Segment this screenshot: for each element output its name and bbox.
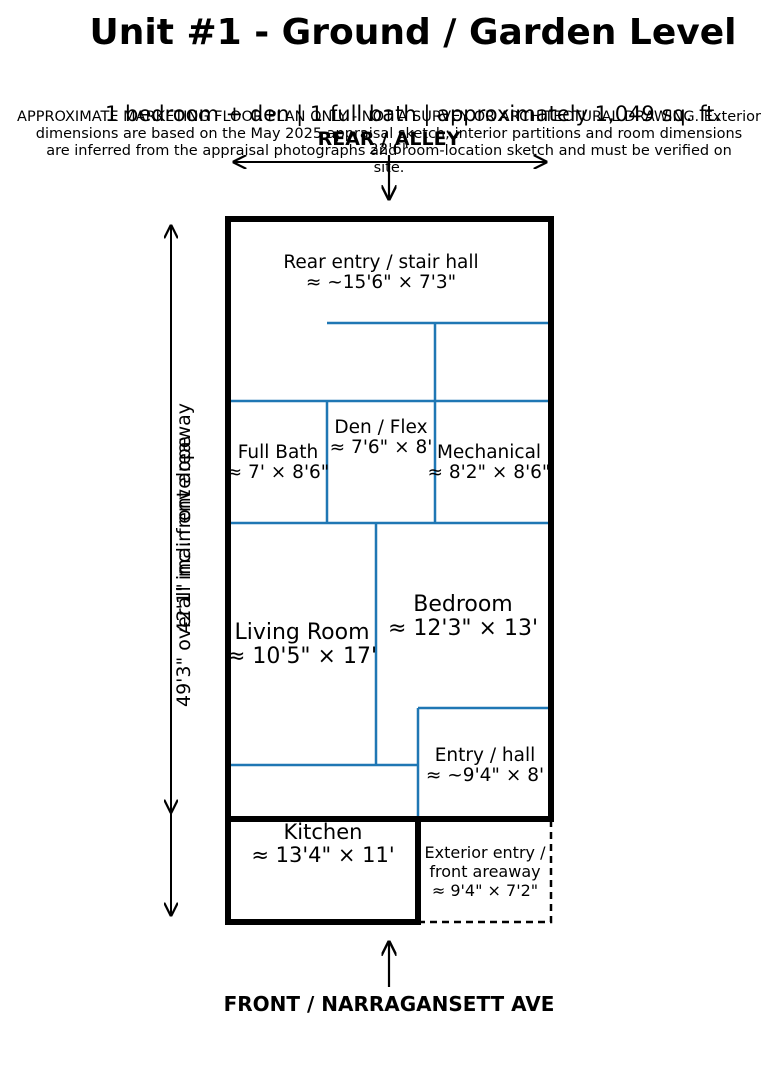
room-name: Entry / hall	[435, 745, 536, 766]
room-full-bath: Full Bath ≈ 7' × 8'6"	[227, 442, 330, 483]
disclaimer-line: are inferred from the appraisal photogra…	[46, 143, 732, 159]
disclaimer: APPROXIMATE MARKETING FLOOR PLAN ONLY - …	[17, 109, 761, 176]
room-name: Den / Flex	[334, 417, 427, 438]
room-dimensions: ≈ ~9'4" × 8'	[426, 765, 544, 786]
room-name: Living Room	[234, 620, 369, 645]
room-dimensions: ≈ 13'4" × 11'	[251, 843, 394, 867]
disclaimer-line: APPROXIMATE MARKETING FLOOR PLAN ONLY - …	[17, 109, 761, 125]
room-dimensions: ≈ 12'3" × 13'	[388, 616, 538, 641]
kitchen-bump-out-wall	[225, 816, 421, 925]
main-envelope-label: 42'1" main envelope	[173, 436, 195, 633]
room-living-room: Living Room ≈ 10'5" × 17'	[227, 620, 377, 669]
room-mechanical: Mechanical ≈ 8'2" × 8'6"	[428, 442, 551, 483]
interior-partitions	[228, 321, 551, 819]
room-rear-entry: Rear entry / stair hall ≈ ~15'6" × 7'3"	[283, 252, 478, 293]
room-name: front areaway	[429, 862, 540, 881]
room-entry-hall: Entry / hall ≈ ~9'4" × 8'	[426, 745, 544, 786]
front-street-label: FRONT / NARRAGANSETT AVE	[224, 992, 555, 1016]
room-kitchen: Kitchen ≈ 13'4" × 11'	[251, 820, 394, 867]
room-name: Exterior entry /	[425, 843, 547, 862]
room-name: Mechanical	[437, 442, 541, 463]
room-dimensions: ≈ 9'4" × 7'2"	[432, 881, 538, 900]
room-dimensions: ≈ 8'2" × 8'6"	[428, 462, 551, 483]
room-front-areaway: Exterior entry / front areaway ≈ 9'4" × …	[425, 843, 547, 900]
rear-alley-label: REAR / ALLEY	[318, 128, 461, 150]
overall-length-label: 49'3" overall incl. front areaway	[173, 403, 195, 707]
disclaimer-line: dimensions are based on the May 2025 app…	[36, 126, 742, 142]
front-areaway-outline	[418, 819, 553, 924]
room-den-flex: Den / Flex ≈ 7'6" × 8'	[330, 417, 433, 458]
room-bedroom: Bedroom ≈ 12'3" × 13'	[388, 592, 538, 641]
room-dimensions: ≈ 7' × 8'6"	[227, 462, 330, 483]
page-title: Unit #1 - Ground / Garden Level	[90, 12, 737, 53]
room-dimensions: ≈ ~15'6" × 7'3"	[306, 272, 456, 293]
width-dimension-label: 22'6"	[369, 140, 409, 158]
main-envelope-wall	[225, 216, 554, 822]
room-name: Bedroom	[413, 592, 513, 617]
room-dimensions: ≈ 10'5" × 17'	[227, 644, 377, 669]
room-name: Full Bath	[238, 442, 319, 463]
room-dimensions: ≈ 7'6" × 8'	[330, 437, 433, 458]
unit-summary: 1 bedroom + den | 1 full bath | approxim…	[105, 102, 721, 127]
room-name: Rear entry / stair hall	[283, 252, 478, 273]
room-name: Kitchen	[284, 820, 363, 844]
